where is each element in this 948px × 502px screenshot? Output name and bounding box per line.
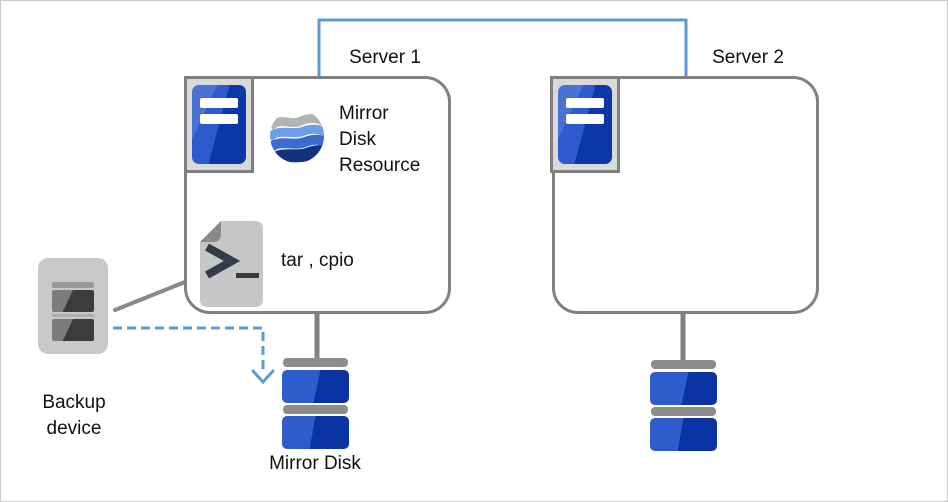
prompt-underscore-glyph [236,273,259,278]
device-drive-bay [52,319,94,341]
mirror-disk-resource-label: Mirror Disk Resource [339,103,421,176]
device-separator [52,314,94,317]
mirror-disk-resource-icon [270,109,324,163]
shell-script-file-icon [200,221,263,307]
sphere-band-lightblue [270,124,324,142]
sphere-band-navy [270,145,324,163]
device-slot-bar [52,282,94,288]
backup-to-server1-line [113,280,187,312]
server-tower-slot [566,114,604,124]
backup-device-icon [38,258,108,354]
mirror-disk-2-icon [650,360,717,451]
dashed-arrowhead-down-icon [251,369,275,385]
server2-label: Server 2 [712,47,784,68]
server-tower-slot [200,114,238,124]
disk-platter [282,370,349,403]
server1-tower-icon [184,76,254,173]
backup-device-label: Backup device [42,392,106,439]
disk-cap [651,407,716,416]
interconnect-link-line [317,18,688,78]
mirror-disk-1-icon [282,358,349,449]
disk-platter [650,418,717,451]
server-tower-slot [200,98,238,108]
disk-platter [282,416,349,449]
disk-cap [651,360,716,369]
device-drive-bay [52,290,94,312]
tar-cpio-label: tar , cpio [281,250,354,271]
server-tower-body [558,85,612,164]
server-tower-slot [566,98,604,108]
sphere-band-blue [270,134,324,153]
mirror-disk-label: Mirror Disk [269,453,361,474]
disk-cap [283,405,348,414]
backup-to-disk-dashed-line [113,326,265,370]
server2-tower-icon [550,76,620,173]
server1-label: Server 1 [349,47,421,68]
server-tower-body [192,85,246,164]
disk-cap [283,358,348,367]
document-fold-corner [200,221,221,242]
disk-platter [650,372,717,405]
prompt-chevron-glyph [205,243,241,279]
